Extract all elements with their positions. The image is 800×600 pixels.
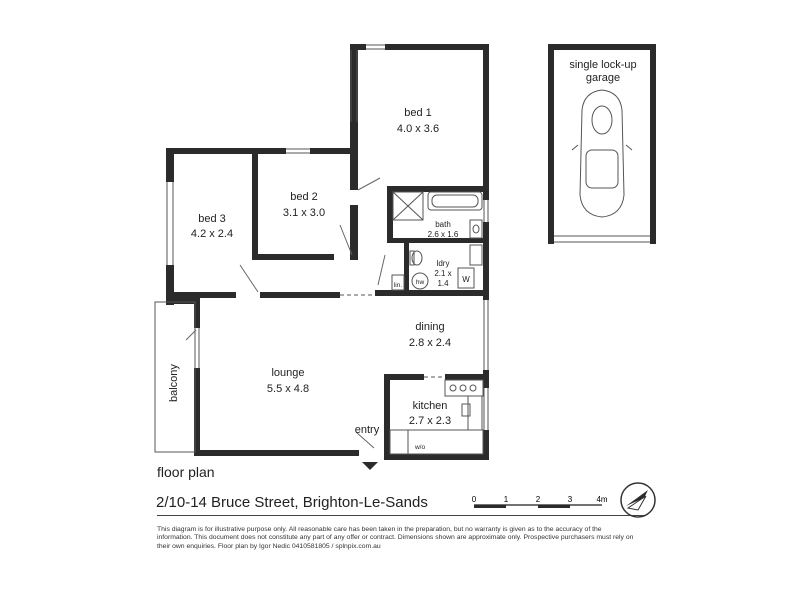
- bed3-south-wall: [166, 292, 236, 298]
- hot-water-unit: [411, 272, 429, 290]
- lounge-west-wall-top: [194, 298, 200, 328]
- windows: [154, 44, 650, 453]
- bed3-name: bed 3: [198, 213, 226, 225]
- doors: [185, 177, 386, 449]
- north-arrow-icon: [620, 482, 656, 518]
- bed2-north-wall-right: [310, 148, 358, 154]
- kitchen-west-wall: [384, 374, 390, 460]
- ldry-door: [377, 254, 386, 286]
- washing-machine-label: W: [462, 275, 470, 284]
- garage-name-2: garage: [586, 72, 620, 84]
- bed3-west-wall-bottom: [166, 265, 174, 305]
- bed3-bed2-north-wall: [166, 148, 286, 154]
- laundry-tub: [469, 244, 483, 266]
- kitchen-sink: [461, 403, 471, 417]
- washer-label: w/o: [414, 444, 426, 451]
- kitchen-east-wall: [483, 430, 489, 460]
- bed1-west-wall: [350, 44, 358, 130]
- lounge-north-wall-left: [166, 298, 196, 304]
- entry-label: entry: [355, 424, 380, 436]
- dining-size: 2.8 x 2.4: [409, 337, 451, 349]
- ldry-size-2: 1.4: [437, 279, 449, 288]
- plan-title: floor plan: [157, 464, 215, 480]
- kitchen-north-wall-left: [384, 374, 424, 380]
- toilet: [411, 250, 423, 266]
- fixtures: [389, 191, 484, 455]
- bed2-door: [339, 224, 353, 256]
- lounge-name: lounge: [271, 367, 304, 379]
- dining-name: dining: [415, 321, 444, 333]
- bed1-name: bed 1: [404, 107, 432, 119]
- bed1-size: 4.0 x 3.6: [397, 123, 439, 135]
- bed1-north-wall: [385, 44, 489, 50]
- balcony-door: [185, 329, 197, 341]
- bed2-south-wall: [252, 254, 334, 260]
- kitchen-name: kitchen: [413, 400, 448, 412]
- ldry-name: ldry: [437, 259, 450, 268]
- bath-basin: [469, 219, 483, 239]
- bath-size: 2.6 x 1.6: [428, 230, 459, 239]
- entry-arrow-icon: [362, 462, 378, 470]
- garage-north-wall: [548, 44, 656, 50]
- bath-west-wall: [387, 186, 393, 242]
- car-icon: [571, 89, 633, 218]
- hall-wall: [260, 292, 340, 298]
- bed3-door: [239, 264, 259, 293]
- shower: [392, 191, 424, 221]
- stove-burner: [449, 384, 457, 392]
- bed2-east-wall: [350, 205, 358, 260]
- balcony-outline: [154, 301, 196, 453]
- linen-label: lin.: [394, 282, 403, 289]
- bath-north-wall: [387, 186, 487, 192]
- address: 2/10-14 Bruce Street, Brighton-Le-Sands: [156, 494, 428, 511]
- east-wall-mid: [483, 222, 489, 300]
- bed1-bed2-divider: [350, 150, 358, 190]
- bed1-east-wall: [483, 44, 489, 200]
- washing-machine: [457, 267, 475, 289]
- walls: [166, 44, 656, 460]
- ldry-size-1: 2.1 x: [434, 269, 451, 278]
- kitchen-bench: [444, 379, 484, 397]
- bed2-bed3-divider: [252, 154, 258, 260]
- garage-name-1: single lock-up: [569, 59, 636, 71]
- scale-tick: 2: [536, 495, 541, 504]
- garage-east-wall: [650, 44, 656, 244]
- lounge-size: 5.5 x 4.8: [267, 383, 309, 395]
- kitchen-size: 2.7 x 2.3: [409, 415, 451, 427]
- garage-west-wall: [548, 44, 554, 244]
- bed1-west-wall-lower: [350, 122, 358, 154]
- bath-name: bath: [435, 220, 451, 229]
- kitchen-bottom-bench: [389, 429, 484, 455]
- hot-water-label: hw: [416, 279, 425, 286]
- scale-tick: 1: [504, 495, 509, 504]
- lounge-south-wall: [194, 450, 359, 456]
- disclaimer: This diagram is for illustrative purpose…: [157, 526, 634, 550]
- scale-tick: 3: [568, 495, 573, 504]
- balcony-name: balcony: [168, 364, 180, 402]
- divider: [157, 515, 645, 516]
- lounge-west-wall-bottom: [194, 368, 200, 454]
- entry-door: [355, 431, 375, 449]
- linen-cupboard: [391, 274, 405, 291]
- bed2-name: bed 2: [290, 191, 318, 203]
- bed1-north-wall-left: [350, 44, 366, 50]
- scale-bar: 0 1 2 3 4m: [472, 495, 608, 508]
- scale-tick: 4m: [596, 495, 607, 504]
- kitchen-north-wall-right: [445, 374, 489, 380]
- kitchen-south-wall: [384, 454, 489, 460]
- bed1-door: [357, 177, 381, 191]
- scale-tick: 0: [472, 495, 477, 504]
- bath-south-wall: [387, 238, 487, 243]
- bathtub: [427, 191, 483, 211]
- bed3-size: 4.2 x 2.4: [191, 228, 233, 240]
- ldry-west-wall: [404, 243, 409, 295]
- ldry-south-wall: [375, 290, 487, 296]
- bed3-west-wall-top: [166, 148, 174, 182]
- bed2-size: 3.1 x 3.0: [283, 207, 325, 219]
